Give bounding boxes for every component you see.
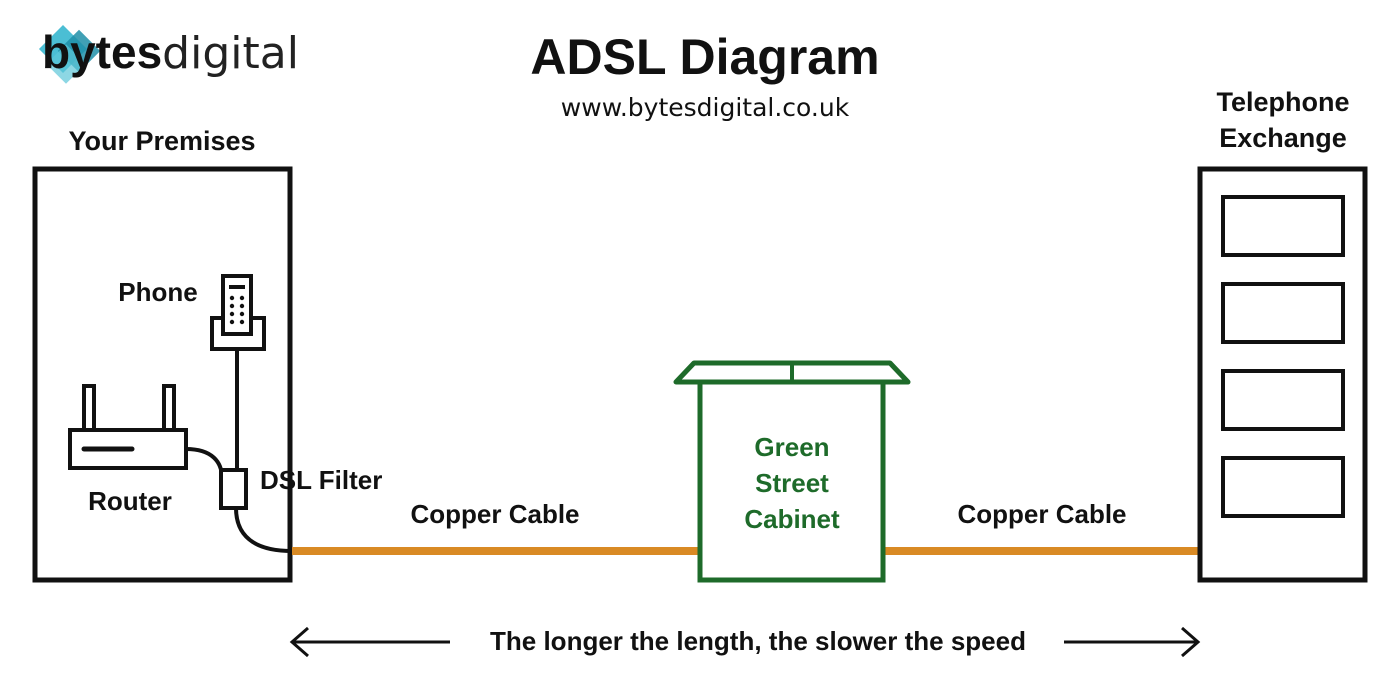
exchange-slots bbox=[1221, 195, 1345, 518]
exchange-slot bbox=[1221, 456, 1345, 518]
cabinet-label-line1: Green bbox=[754, 432, 829, 462]
router-icon bbox=[68, 384, 188, 470]
router-label: Router bbox=[88, 486, 172, 516]
distance-arrow bbox=[289, 626, 1201, 658]
footer-note: The longer the length, the slower the sp… bbox=[490, 626, 1026, 656]
logo-text: bytesdigital bbox=[42, 26, 299, 79]
premises-title: Your Premises bbox=[68, 126, 255, 156]
street-cabinet bbox=[673, 360, 911, 583]
cabinet-label-line2: Street bbox=[755, 468, 829, 498]
exchange-title-line1: Telephone bbox=[1216, 87, 1349, 117]
phone-icon bbox=[210, 274, 266, 351]
phone-label: Phone bbox=[118, 277, 197, 307]
logo: bytesdigital bbox=[38, 24, 299, 84]
dsl-filter-icon bbox=[219, 468, 248, 510]
exchange-slot bbox=[1221, 282, 1345, 344]
copper-cable-right-label: Copper Cable bbox=[957, 499, 1126, 529]
website-url: www.bytesdigital.co.uk bbox=[561, 93, 850, 122]
premises-box bbox=[32, 166, 293, 583]
router-cable bbox=[185, 447, 224, 479]
exchange-slot bbox=[1221, 369, 1345, 431]
exchange-title-line2: Exchange bbox=[1219, 123, 1347, 153]
exchange-box bbox=[1197, 166, 1368, 583]
exchange-slot bbox=[1221, 195, 1345, 257]
dsl-filter-label: DSL Filter bbox=[260, 465, 382, 495]
copper-cable-left-label: Copper Cable bbox=[410, 499, 579, 529]
page-title: ADSL Diagram bbox=[530, 29, 879, 85]
cabinet-label-line3: Cabinet bbox=[744, 504, 840, 534]
filter-to-line-cable bbox=[234, 507, 293, 553]
